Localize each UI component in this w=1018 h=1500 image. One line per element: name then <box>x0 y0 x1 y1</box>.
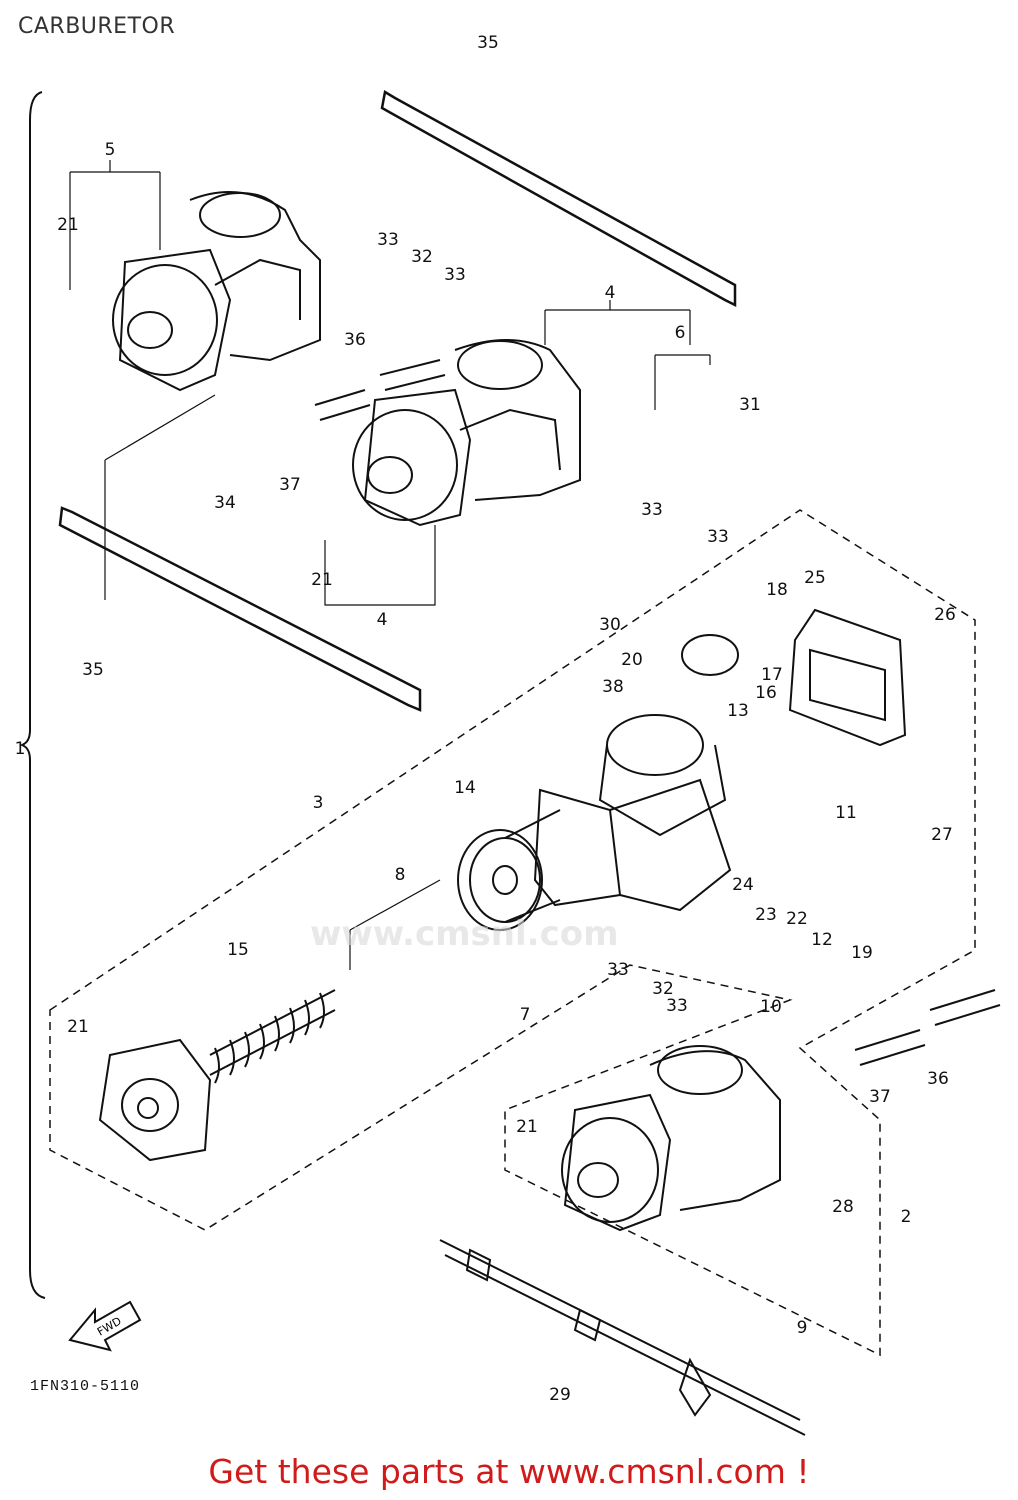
callout-38: 38 <box>602 677 624 697</box>
callout-14: 14 <box>454 778 476 798</box>
callout-10: 10 <box>760 997 782 1017</box>
callout-22: 22 <box>786 909 808 929</box>
carburetor-middle <box>352 339 581 527</box>
spring <box>209 989 336 1084</box>
carburetor-top-left <box>112 191 321 392</box>
assembly-bracket <box>19 91 46 1299</box>
top-cover <box>98 1038 212 1162</box>
sub-assembly-dashed-outline <box>49 509 976 1357</box>
callout-31: 31 <box>739 395 761 415</box>
callout-33: 33 <box>444 265 466 285</box>
callout-7: 7 <box>520 1005 531 1025</box>
callout-28: 28 <box>832 1197 854 1217</box>
callout-18: 18 <box>766 580 788 600</box>
callout-27: 27 <box>931 825 953 845</box>
diaphragm <box>457 829 543 931</box>
arrow-label: FWD <box>95 1314 124 1338</box>
callout-36: 36 <box>344 330 366 350</box>
callout-23: 23 <box>755 905 777 925</box>
float <box>681 634 739 676</box>
callout-8: 8 <box>395 865 406 885</box>
callout-11: 11 <box>835 803 857 823</box>
callout-19: 19 <box>851 943 873 963</box>
callout-24: 24 <box>732 875 754 895</box>
callout-9: 9 <box>797 1318 808 1338</box>
callout-36: 36 <box>927 1069 949 1089</box>
lower-rail <box>58 506 422 712</box>
callout-25: 25 <box>804 568 826 588</box>
float-bowl <box>788 608 907 747</box>
footer-link-text[interactable]: Get these parts at www.cmsnl.com ! <box>208 1452 810 1491</box>
diagram-code: 1FN310-5110 <box>30 1378 141 1395</box>
callout-33: 33 <box>377 230 399 250</box>
callout-33: 33 <box>641 500 663 520</box>
callout-3: 3 <box>313 793 324 813</box>
callout-1: 1 <box>15 739 26 759</box>
callout-17: 17 <box>761 665 783 685</box>
callout-34: 34 <box>214 493 236 513</box>
callout-33: 33 <box>607 960 629 980</box>
callout-32: 32 <box>411 247 433 267</box>
callout-33: 33 <box>666 996 688 1016</box>
carburetor-bottom-right <box>561 1045 781 1232</box>
callout-37: 37 <box>869 1087 891 1107</box>
callout-21: 21 <box>516 1117 538 1137</box>
forward-arrow-icon: FWD <box>68 1300 142 1352</box>
callout-30: 30 <box>599 615 621 635</box>
callout-21: 21 <box>67 1017 89 1037</box>
callout-26: 26 <box>934 605 956 625</box>
callout-2: 2 <box>901 1207 912 1227</box>
throttle-shaft <box>439 1239 806 1436</box>
callout-4: 4 <box>377 610 388 630</box>
carburetor-center <box>469 714 732 923</box>
callout-37: 37 <box>279 475 301 495</box>
callout-29: 29 <box>549 1385 571 1405</box>
callout-15: 15 <box>227 940 249 960</box>
callout-16: 16 <box>755 683 777 703</box>
callout-4: 4 <box>605 283 616 303</box>
callout-20: 20 <box>621 650 643 670</box>
callout-12: 12 <box>811 930 833 950</box>
callout-21: 21 <box>57 215 79 235</box>
callout-6: 6 <box>675 323 686 343</box>
callout-33: 33 <box>707 527 729 547</box>
callout-35: 35 <box>82 660 104 680</box>
upper-rail <box>380 90 737 308</box>
callout-5: 5 <box>105 140 116 160</box>
callout-32: 32 <box>652 979 674 999</box>
page-title: CARBURETOR <box>18 14 176 39</box>
callout-35: 35 <box>477 33 499 53</box>
callout-13: 13 <box>727 701 749 721</box>
callout-21: 21 <box>311 570 333 590</box>
watermark: www.cmsnl.com <box>310 914 619 954</box>
